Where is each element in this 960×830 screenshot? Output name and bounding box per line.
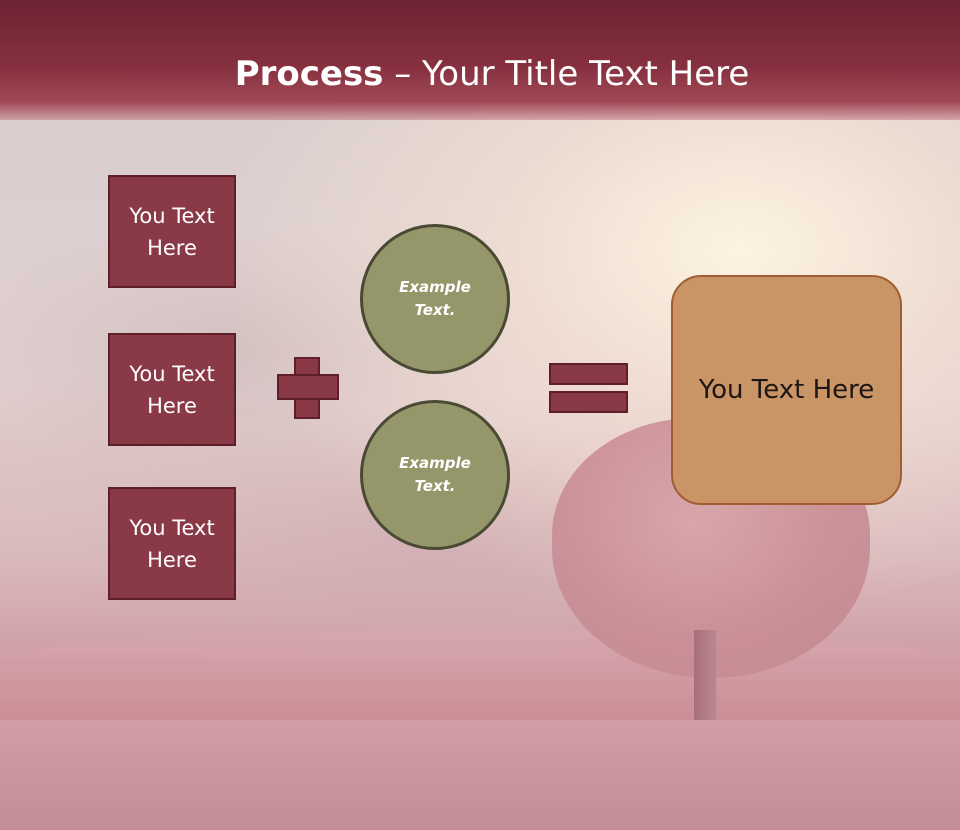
text-line: You Text xyxy=(129,515,215,540)
text-line: Text. xyxy=(414,301,456,319)
title-rest: – Your Title Text Here xyxy=(383,54,750,94)
title-bold: Process xyxy=(234,54,384,94)
text-line: Example xyxy=(399,454,471,472)
slide-title[interactable]: Process – Your Title Text Here xyxy=(0,52,960,96)
background-field xyxy=(0,630,960,830)
title-bar xyxy=(0,0,960,120)
text-line: Text. xyxy=(414,477,456,495)
text-line: Example xyxy=(399,278,471,296)
text-line: You Text xyxy=(129,361,215,386)
text-line: You Text xyxy=(129,203,215,228)
plus-icon-center xyxy=(296,376,318,398)
result-box[interactable]: You Text Here xyxy=(671,275,902,505)
background-tree-trunk xyxy=(694,630,716,720)
text-line: Here xyxy=(147,393,197,418)
equals-icon-bottom-bar xyxy=(549,391,628,413)
equals-icon-top-bar xyxy=(549,363,628,385)
text-line: Here xyxy=(147,235,197,260)
result-label: You Text Here xyxy=(698,375,875,405)
text-line: Here xyxy=(147,547,197,572)
